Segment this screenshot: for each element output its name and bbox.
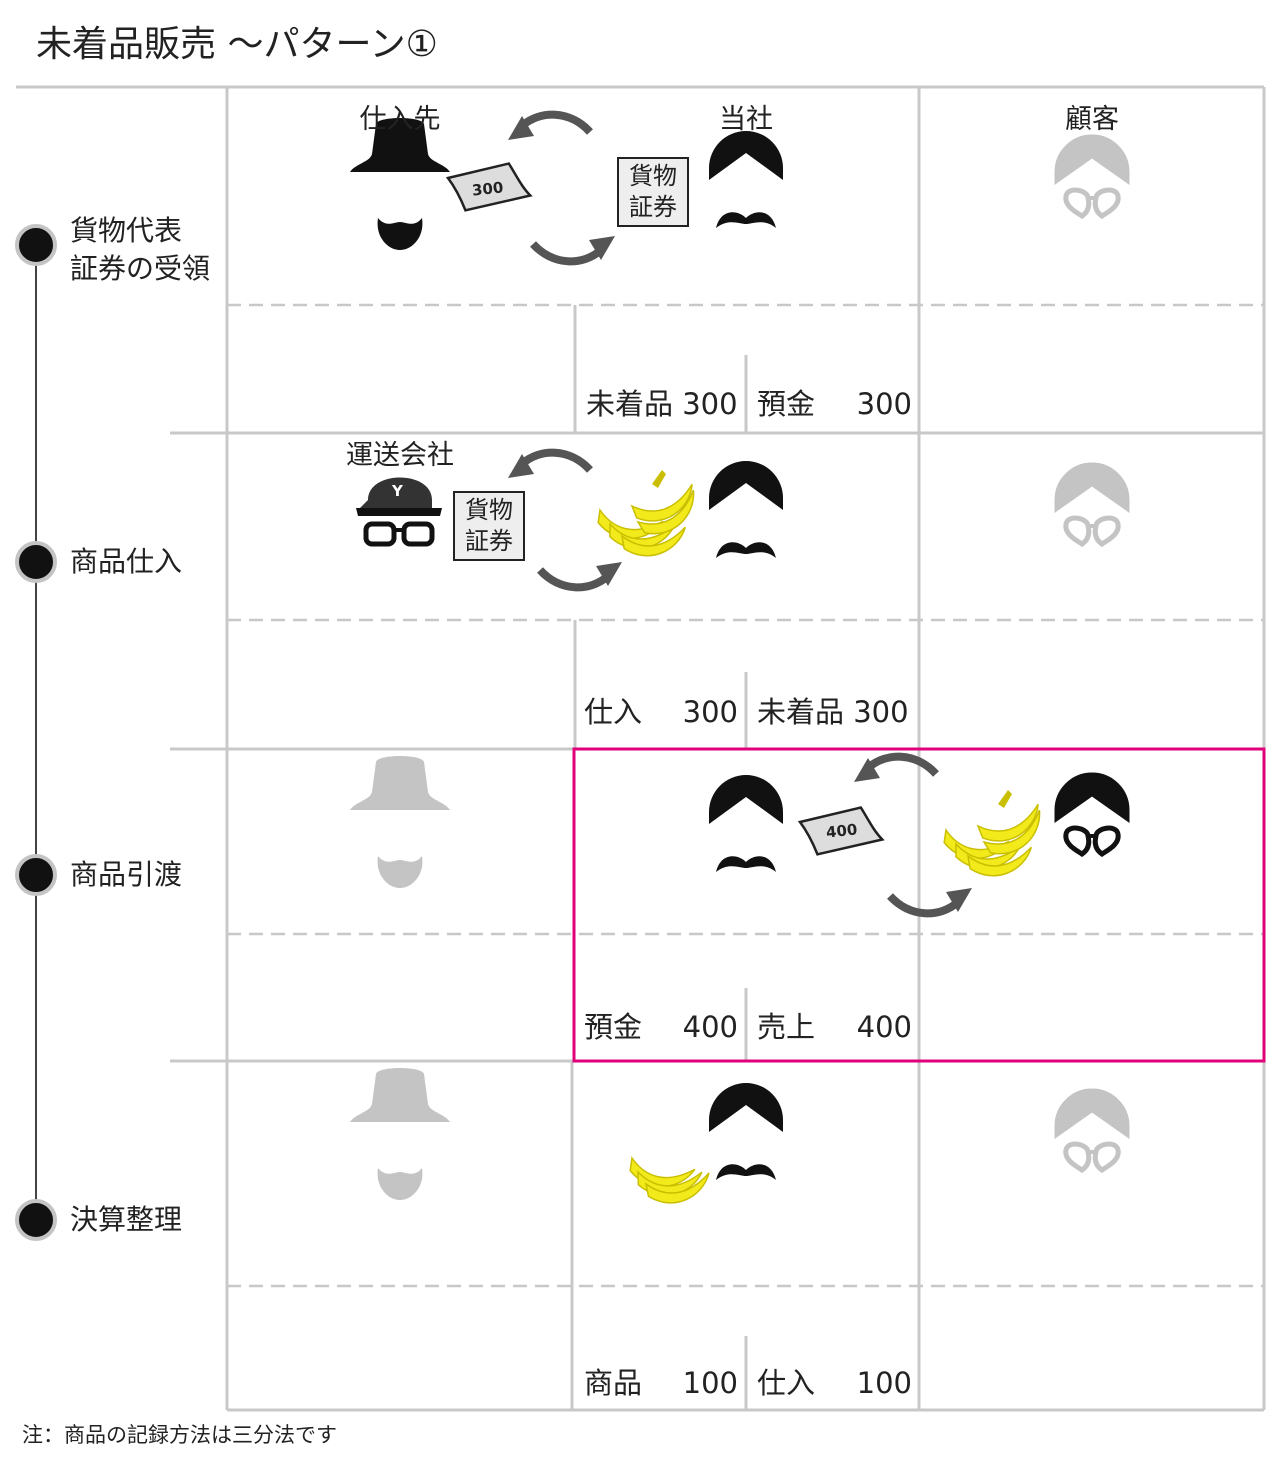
banana-icon [627, 1146, 716, 1217]
company-person-icon [709, 1083, 783, 1180]
customer-person-icon [1054, 462, 1130, 544]
arrow-icon [854, 757, 936, 782]
carrier-label: 運送会社 [346, 440, 454, 471]
supplier-inactive-icon [350, 1068, 450, 1200]
entry-2-debit-amount: 300 [682, 695, 738, 729]
company-person-icon [709, 131, 783, 228]
entry-2-credit: 未着品 300 [757, 695, 909, 729]
carrier-icon [356, 477, 442, 547]
customer-person-icon [1054, 772, 1130, 854]
entry-4-debit-amount: 100 [682, 1366, 738, 1400]
arrow-icon [890, 888, 972, 913]
dashed-lines [227, 303, 1264, 1288]
entry-3-debit: 預金 [584, 1010, 643, 1044]
step-label-3: 商品引渡 [70, 858, 183, 891]
highlight-box [572, 747, 1266, 1063]
timeline-dots [15, 224, 57, 1241]
cap-letter: Y [392, 482, 403, 500]
supplier-icon [350, 118, 450, 250]
cargo-document: 貨物証券 [617, 157, 689, 227]
supplier-label: 仕入先 [359, 104, 441, 135]
customer-person-icon [1054, 134, 1130, 216]
cargo-document: 貨物証券 [453, 491, 525, 561]
entry-1-debit: 未着品 300 [586, 387, 738, 421]
entry-1-credit-amount: 300 [856, 387, 912, 421]
company-label: 当社 [719, 104, 773, 135]
company-person-icon [709, 775, 783, 872]
entry-3-debit-amount: 400 [682, 1010, 738, 1044]
arrow-icon [540, 562, 622, 587]
entry-3-credit: 売上 [757, 1010, 816, 1044]
step-label-4: 決算整理 [70, 1203, 183, 1236]
arrow-icon [508, 115, 590, 140]
banana-icon [596, 467, 702, 567]
entry-3-credit-amount: 400 [856, 1010, 912, 1044]
company-person-icon [709, 461, 783, 558]
entry-2-debit: 仕入 [584, 695, 643, 729]
step-label-2: 商品仕入 [70, 545, 183, 578]
arrow-icon [508, 453, 590, 478]
footnote: 注：商品の記録方法は三分法です [22, 1423, 337, 1447]
arrow-icon [533, 236, 615, 261]
entry-4-debit: 商品 [584, 1366, 643, 1400]
bill-amount: 400 [825, 820, 859, 842]
entry-4-credit: 仕入 [757, 1366, 816, 1400]
customer-person-icon [1054, 1088, 1130, 1170]
banana-icon [942, 787, 1048, 887]
entry-1-credit: 預金 [757, 387, 816, 421]
entry-4-credit-amount: 100 [856, 1366, 912, 1400]
bill-amount: 300 [471, 178, 505, 200]
step-label-1: 貨物代表証券の受領 [70, 214, 211, 285]
customer-label: 顧客 [1065, 104, 1119, 135]
supplier-inactive-icon [350, 756, 450, 888]
page-title: 未着品販売 〜パターン① [36, 24, 438, 65]
